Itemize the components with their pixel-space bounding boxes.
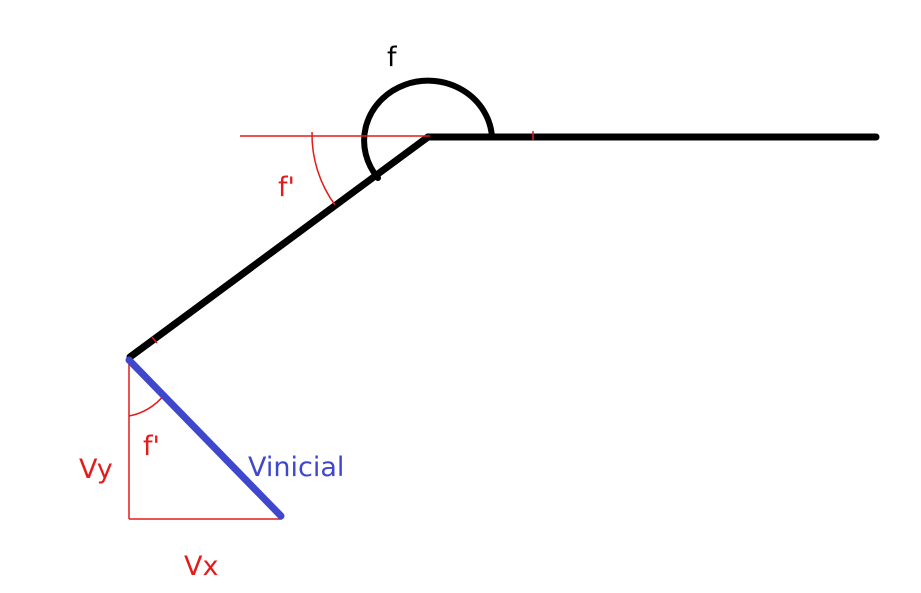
angle-f-prime-label-top: f' [278, 172, 295, 203]
angle-f-prime-arc-bottom [128, 394, 165, 417]
beam-tick-mid [151, 336, 158, 344]
vx-label: Vx [184, 551, 218, 582]
angle-f-prime-label-bottom: f' [143, 431, 160, 462]
angle-f-arc [361, 77, 495, 181]
vy-label: Vy [79, 454, 113, 485]
vinicial-label: Vinicial [248, 452, 344, 483]
angle-f-prime-arc-top [311, 131, 336, 206]
vinicial-vector [125, 356, 285, 520]
angle-f-label: f [387, 42, 398, 73]
inclined-segment [126, 133, 432, 361]
